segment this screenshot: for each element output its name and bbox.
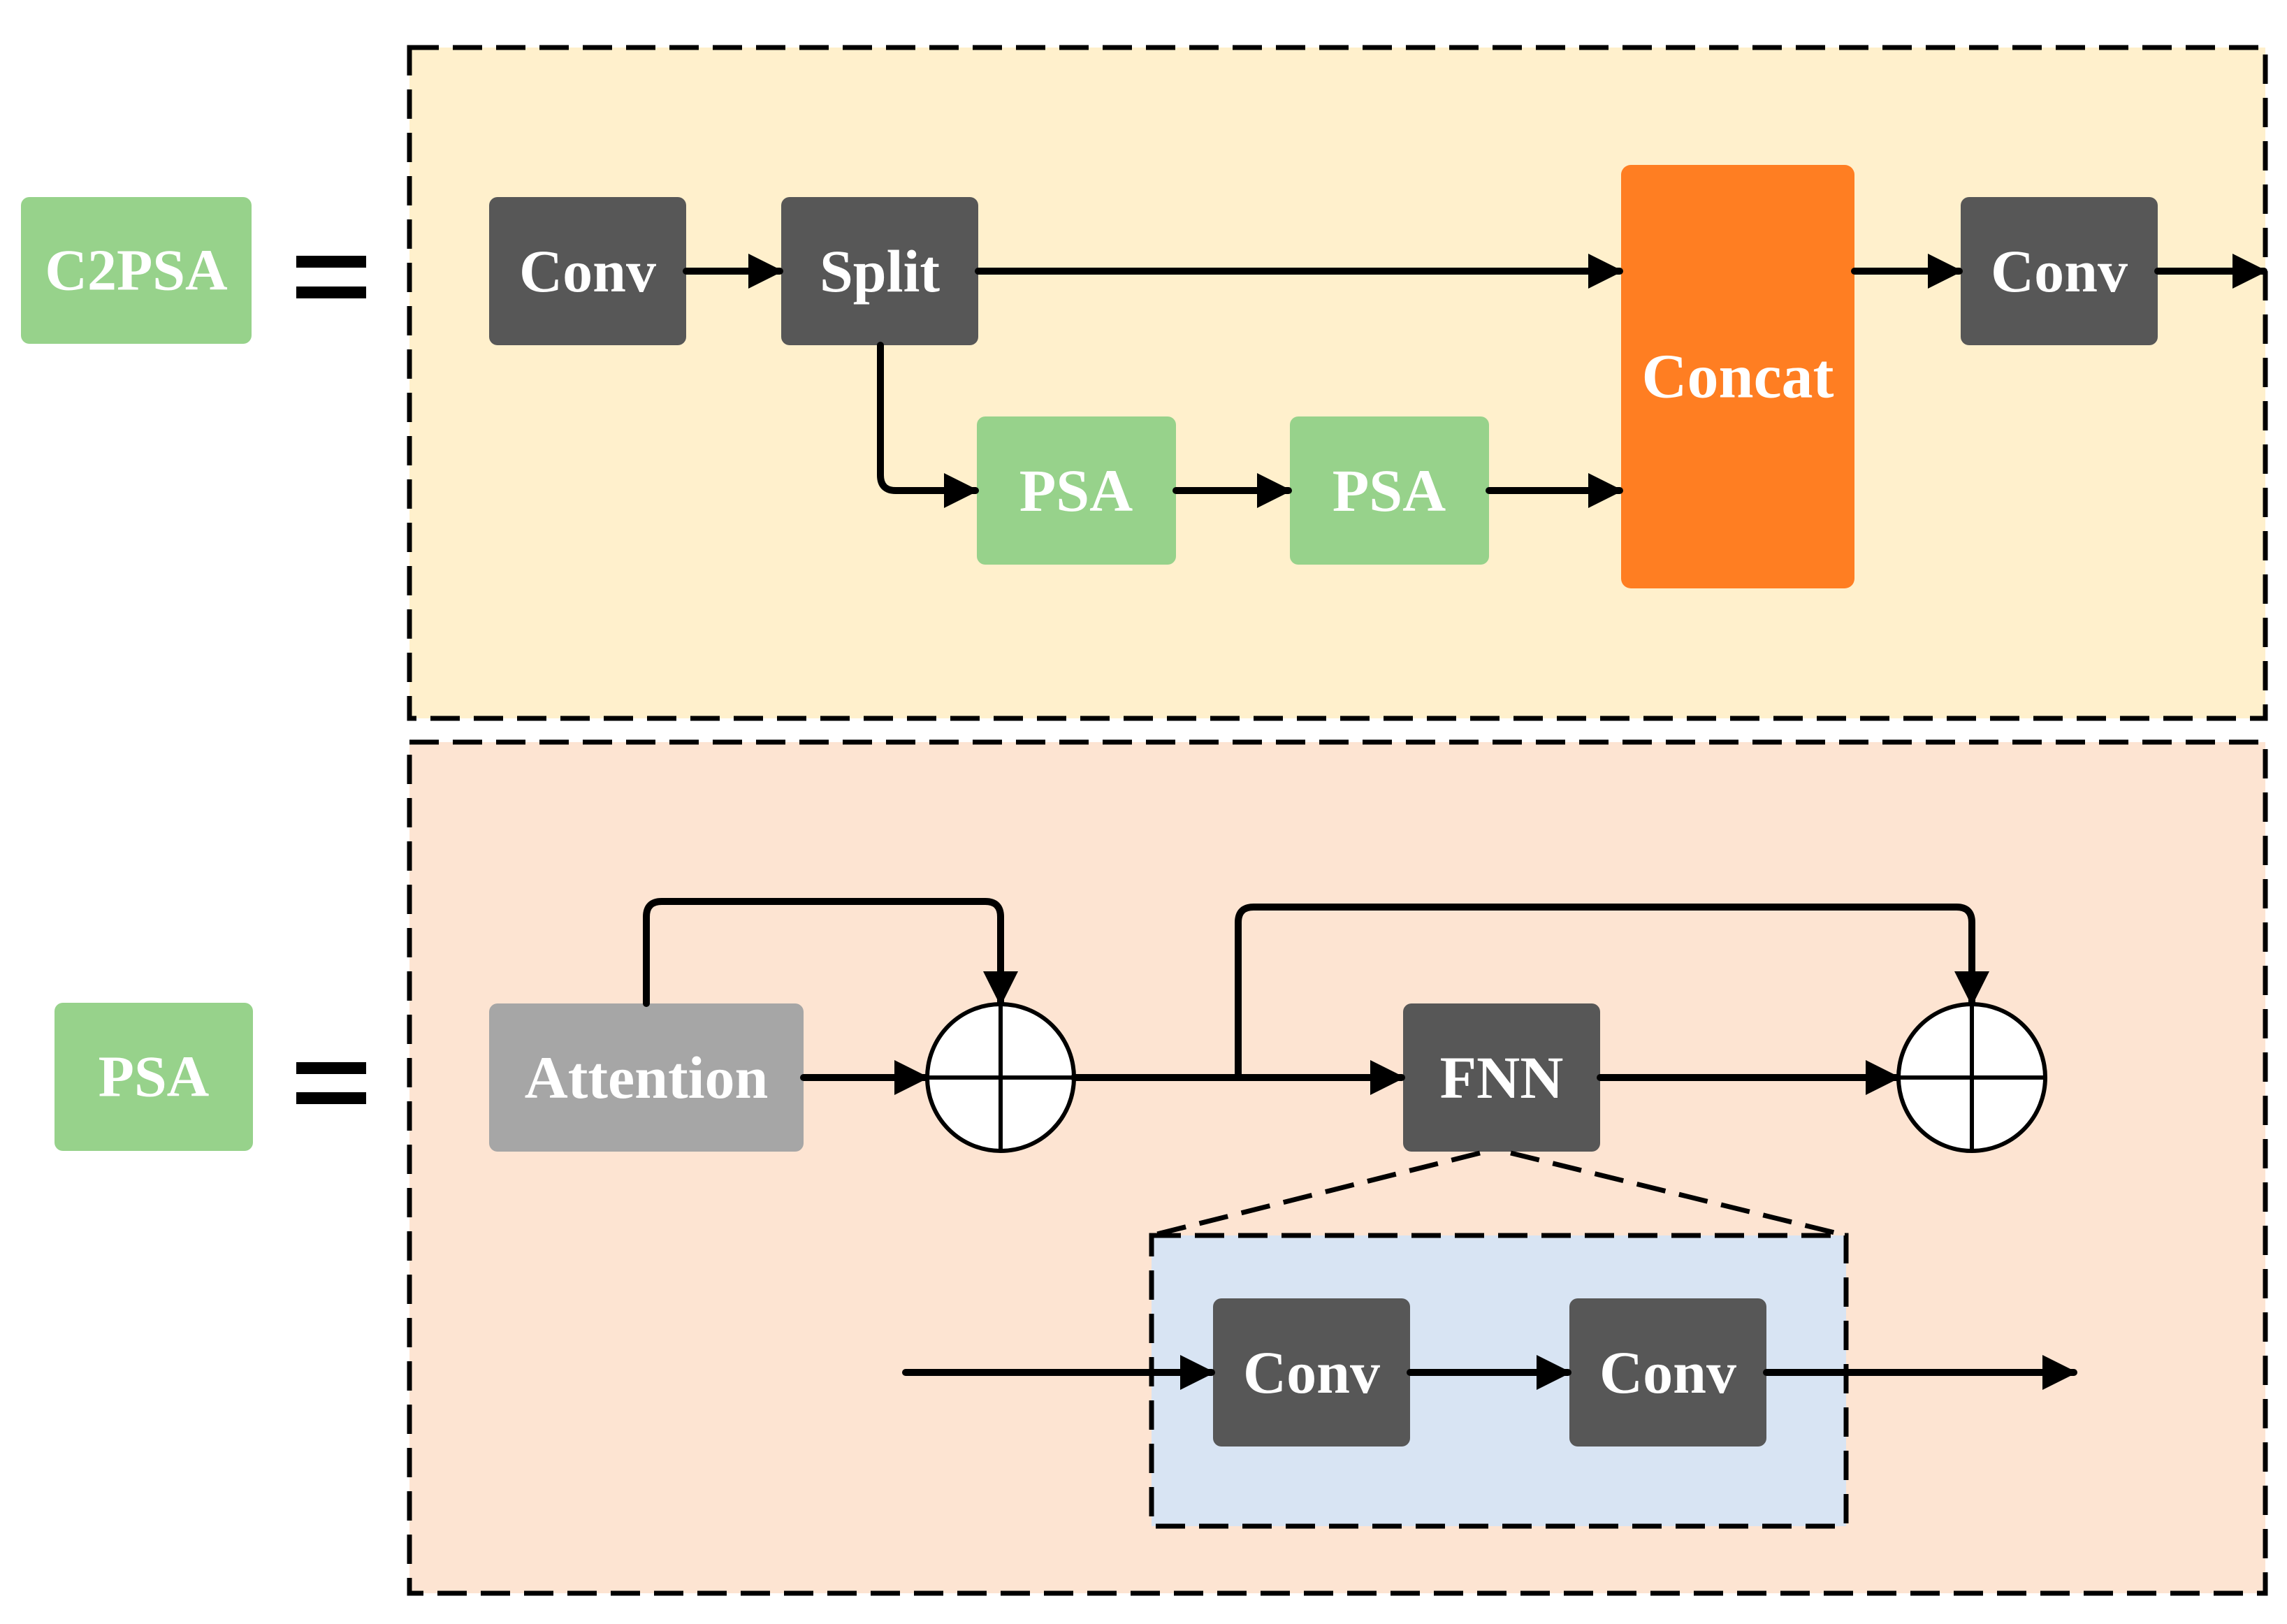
c2psa-label: C2PSA [21,197,252,344]
psa-label: PSA [55,1003,253,1151]
c2psa-panel [407,45,2268,721]
psa-block-2: PSA [1290,416,1489,565]
attention-block: Attention [489,1003,804,1152]
residual-fnn [1235,904,1989,1081]
add-node-2 [1896,1002,2047,1153]
svg-text:Conv: Conv [519,238,656,305]
split-block: Split [781,197,978,345]
svg-text:Conv: Conv [1991,238,2128,305]
conv-in-block: Conv [489,197,686,345]
residual-attention [643,898,1018,1007]
equals-sign-top [296,256,366,298]
svg-text:PSA: PSA [1333,457,1446,524]
fnn-conv-block-2: Conv [1569,1298,1766,1447]
svg-text:C2PSA: C2PSA [45,238,228,303]
svg-text:FNN: FNN [1440,1044,1564,1111]
svg-text:PSA: PSA [99,1045,210,1110]
svg-text:Split: Split [820,238,940,305]
fnn-conv-block-1: Conv [1213,1298,1410,1447]
conv-out-block: Conv [1961,197,2158,345]
svg-text:Conv: Conv [1243,1339,1380,1406]
svg-text:Concat: Concat [1642,342,1834,412]
arrow-split-to-psa [877,342,979,508]
add-node-1 [925,1002,1076,1153]
concat-block: Concat [1621,165,1854,588]
equals-sign-bottom [296,1062,366,1104]
expand-line-right [1510,1150,1847,1238]
svg-text:PSA: PSA [1019,457,1133,524]
expand-line-left [1151,1150,1481,1238]
psa-block-1: PSA [977,416,1176,565]
svg-text:Attention: Attention [525,1044,769,1111]
svg-text:Conv: Conv [1599,1339,1736,1406]
fnn-block: FNN [1403,1003,1600,1152]
